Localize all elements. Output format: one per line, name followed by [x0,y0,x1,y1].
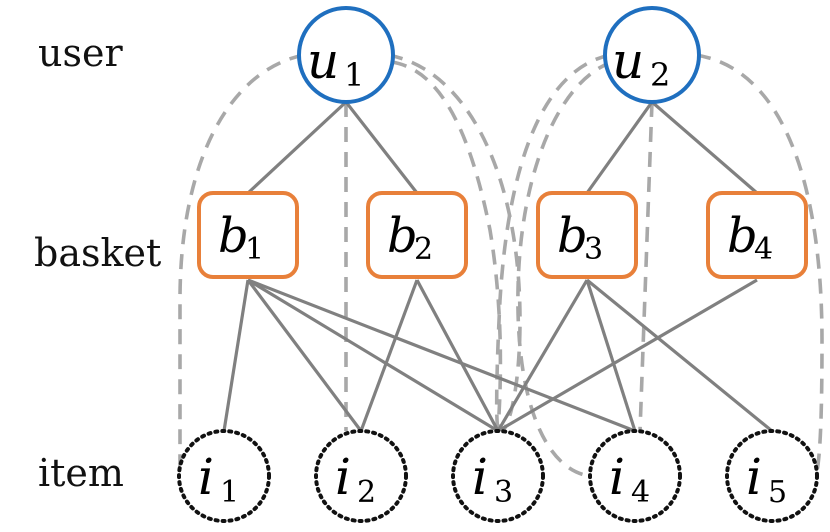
item-node-i4-circle [588,429,682,523]
dashed-edge-u2-i4 [638,101,654,432]
item-node-i4-sub: 4 [631,475,650,510]
basket-node-b2-box [366,191,468,279]
item-node-i2-letter: i [335,448,351,506]
edge-b1-i3 [247,278,499,433]
edge-u1-b2 [344,101,419,194]
edge-b3-i4 [585,279,637,432]
user-node-u1-letter: u [307,32,339,90]
item-node-i1-sub: 1 [220,475,239,510]
edge-b2-i3 [415,279,500,432]
item-node-i4-letter: i [609,448,625,506]
solid-edges [222,100,774,433]
user-node-u2: u 2 [603,6,701,104]
basket-node-b1-letter: b [218,208,249,264]
basket-node-b2-sub: 2 [414,232,433,267]
item-node-i5-circle [725,429,819,523]
basket-node-b4: b 4 [706,191,808,279]
user-node-u2-letter: u [612,32,644,90]
dashed-user-item-edges [178,53,824,478]
item-node-i1: i 1 [177,429,271,523]
item-node-i5-sub: 5 [768,475,787,510]
dashed-edge-u2-i5 [695,53,824,477]
item-node-i3-letter: i [472,448,488,506]
item-node-i3-circle [451,429,545,523]
basket-node-b1: b 1 [197,191,299,279]
item-node-i5-letter: i [746,448,762,506]
basket-node-b4-sub: 4 [754,232,773,267]
edge-u1-b1 [246,100,348,195]
user-node-u1-circle [297,6,395,104]
basket-node-b4-letter: b [727,208,758,264]
edge-b3-i3 [496,279,589,432]
item-node-i2-circle [314,429,408,523]
dashed-edge-u1-i3-inner [391,60,503,432]
basket-node-b3-sub: 3 [584,232,603,267]
item-node-i1-circle [177,429,271,523]
edge-b1-i2 [246,279,363,432]
item-node-i3: i 3 [451,429,545,523]
item-node-i4: i 4 [588,429,682,523]
edge-u2-b3 [585,101,654,194]
row-label-user: user [38,31,123,75]
row-label-basket: basket [34,231,161,275]
row-label-item: item [38,451,124,495]
item-node-i2-sub: 2 [357,475,376,510]
dashed-edge-u2-i3 [494,53,611,432]
user-node-u2-circle [603,6,701,104]
basket-node-b1-box [197,191,299,279]
basket-node-b2: b 2 [366,191,468,279]
basket-node-b3: b 3 [536,191,638,279]
item-node-i2: i 2 [314,429,408,523]
item-node-i1-letter: i [198,448,214,506]
user-node-u2-sub: 2 [650,56,670,94]
edge-b2-i2 [359,279,419,432]
item-node-i3-sub: 3 [494,475,513,510]
edge-u2-b4 [650,100,759,195]
dashed-edge-u2-i4-outer [516,60,613,478]
basket-node-b4-box [706,191,808,279]
basket-node-b3-box [536,191,638,279]
edge-b1-i1 [222,279,250,432]
basket-node-b1-sub: 1 [245,232,264,267]
item-node-i5: i 5 [725,429,819,523]
edge-b1-i4 [247,278,636,433]
edge-b3-i5 [585,278,774,433]
dashed-edge-u1-i1 [178,53,305,476]
edge-b4-i3 [497,278,758,433]
basket-node-b3-letter: b [557,208,588,264]
user-node-u1-sub: 1 [344,56,364,94]
basket-node-b2-letter: b [387,208,418,264]
user-node-u1: u 1 [297,6,395,104]
